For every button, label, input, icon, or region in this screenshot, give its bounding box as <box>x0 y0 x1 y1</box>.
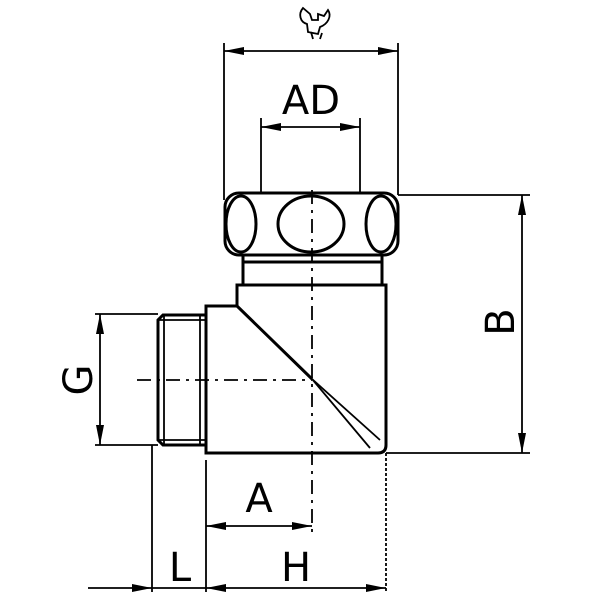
a-label: A <box>245 476 273 522</box>
a-dimension: A <box>205 460 312 592</box>
b-label: B <box>478 308 524 335</box>
ad-label: AD <box>282 78 340 124</box>
ad-dimension: AD <box>260 78 361 193</box>
wrench-size-dimension <box>223 43 399 200</box>
b-dimension: B <box>386 194 530 454</box>
wrench-icon <box>299 6 331 40</box>
g-label: G <box>56 365 102 396</box>
l-h-dimensions: L H <box>88 445 387 592</box>
g-dimension: G <box>56 313 158 446</box>
elbow-body <box>156 262 388 455</box>
l-label: L <box>169 545 192 591</box>
h-label: H <box>281 545 311 591</box>
